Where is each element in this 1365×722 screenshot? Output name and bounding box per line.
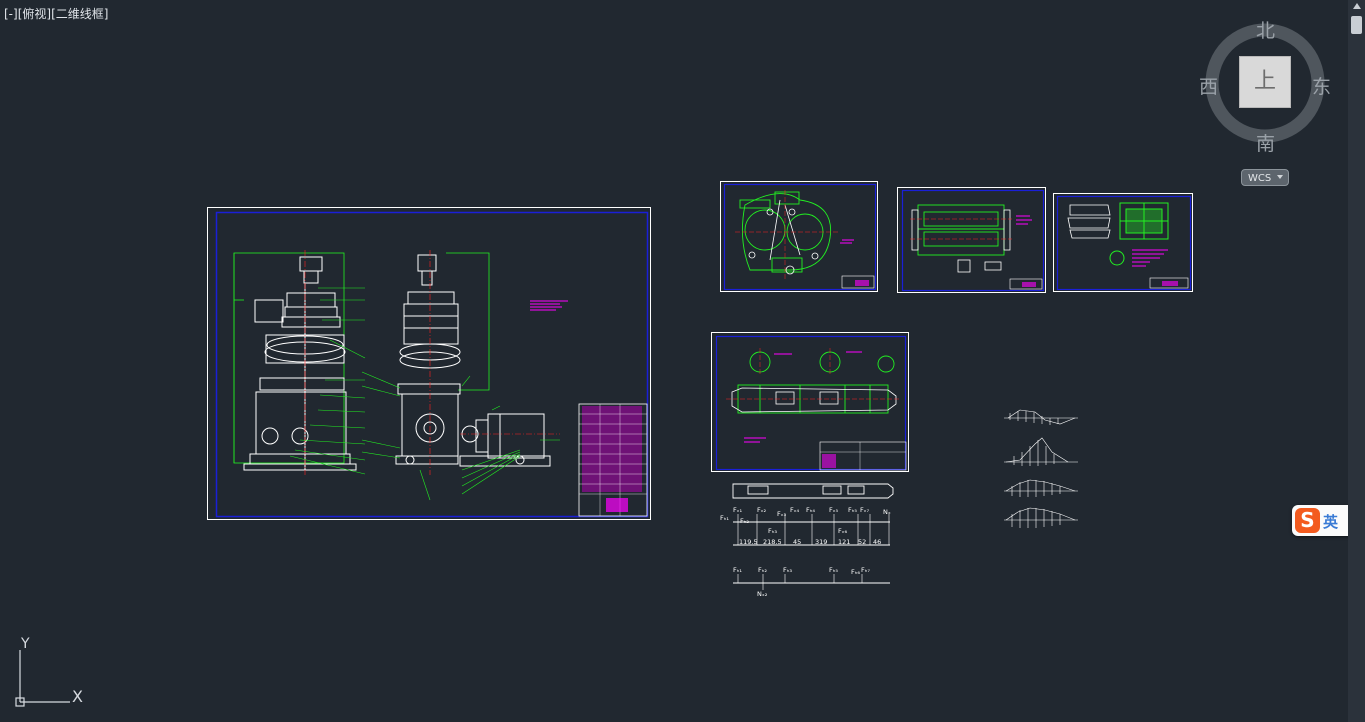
shaft-part-sheet[interactable]: [711, 332, 909, 472]
dimension-4: 121: [838, 538, 850, 546]
scroll-up-arrow[interactable]: [1353, 3, 1361, 9]
force-label-top-2: Fₕ₂: [740, 517, 749, 525]
viewport-controls-label[interactable]: [-][俯视][二维线框]: [4, 5, 108, 22]
reaction-label: Nₓ₂: [757, 590, 768, 598]
shaft-force-diagram[interactable]: Fₕ₁ Fᵥ₁ Fₕ₂ Fᵥ₂ Fₕ₃ Fᵥ₃ Fᵥ₄ Fₕ₄ Fᵥ₅ Fᵥ₆ …: [720, 483, 894, 598]
force-label-bottom-5: Fₕ₇: [861, 566, 870, 574]
force-label-bottom-0: Fₕ₁: [733, 566, 742, 574]
frame-part-sheet[interactable]: [897, 187, 1046, 293]
compass-west[interactable]: 西: [1199, 76, 1219, 98]
force-label-top-10: Fₕ₅: [848, 506, 857, 514]
scrollbar-thumb[interactable]: [1351, 16, 1362, 34]
force-label-top-6: Fᵥ₄: [790, 506, 799, 514]
visual-style-menu[interactable]: [二维线框]: [51, 7, 109, 21]
force-label-top-12: Nₓ: [883, 508, 891, 516]
view-direction-menu[interactable]: [俯视]: [17, 7, 52, 21]
viewport-menu-toggle[interactable]: [-]: [4, 7, 18, 21]
housing-part-sheet[interactable]: [720, 181, 878, 292]
viewcube-top-face[interactable]: 上: [1239, 56, 1291, 108]
vertical-scrollbar[interactable]: [1348, 0, 1365, 722]
force-label-bottom-1: Fₕ₂: [758, 566, 767, 574]
force-label-top-3: Fᵥ₂: [757, 506, 766, 514]
chevron-down-icon: [1277, 175, 1283, 179]
gear-part-sheet[interactable]: [1053, 193, 1193, 292]
force-label-bottom-3: Fₕ₅: [829, 566, 838, 574]
compass-south[interactable]: 南: [1256, 133, 1276, 155]
force-label-top-11: Fᵥ₇: [860, 506, 869, 514]
viewcube-ring[interactable]: [1200, 18, 1330, 148]
force-label-top-5: Fᵥ₃: [777, 510, 786, 518]
force-label-top-0: Fₕ₁: [720, 514, 729, 522]
ucs-x-label: X: [72, 687, 83, 706]
compass-north[interactable]: 北: [1256, 20, 1276, 42]
force-label-top-9: Fᵥ₆: [838, 527, 847, 535]
ime-logo-icon[interactable]: S: [1295, 508, 1320, 533]
dimension-0: 119.5: [739, 538, 758, 546]
dimension-1: 218.5: [763, 538, 782, 546]
dimension-5: 52: [858, 538, 866, 546]
force-label-bottom-2: Fₕ₃: [783, 566, 792, 574]
ucs-icon: Y X: [15, 636, 83, 707]
dimension-2: 45: [793, 538, 801, 546]
main-assembly-sheet[interactable]: [207, 207, 651, 520]
force-label-top-7: Fₕ₄: [806, 506, 815, 514]
ucs-menu-button[interactable]: WCS: [1241, 169, 1289, 186]
force-label-top-4: Fₕ₃: [768, 527, 777, 535]
dimension-3: 319: [815, 538, 827, 546]
force-label-top-1: Fᵥ₁: [733, 506, 742, 514]
dimension-6: 46: [873, 538, 881, 546]
compass-east[interactable]: 东: [1312, 76, 1332, 98]
ucs-y-label: Y: [20, 636, 30, 652]
ucs-menu-label: WCS: [1248, 173, 1272, 184]
force-label-top-8: Fᵥ₅: [829, 506, 838, 514]
force-label-bottom-4: Fₕ₆: [851, 568, 860, 576]
moment-diagrams[interactable]: [1004, 409, 1078, 528]
ime-language-toggle[interactable]: 英: [1323, 513, 1339, 531]
